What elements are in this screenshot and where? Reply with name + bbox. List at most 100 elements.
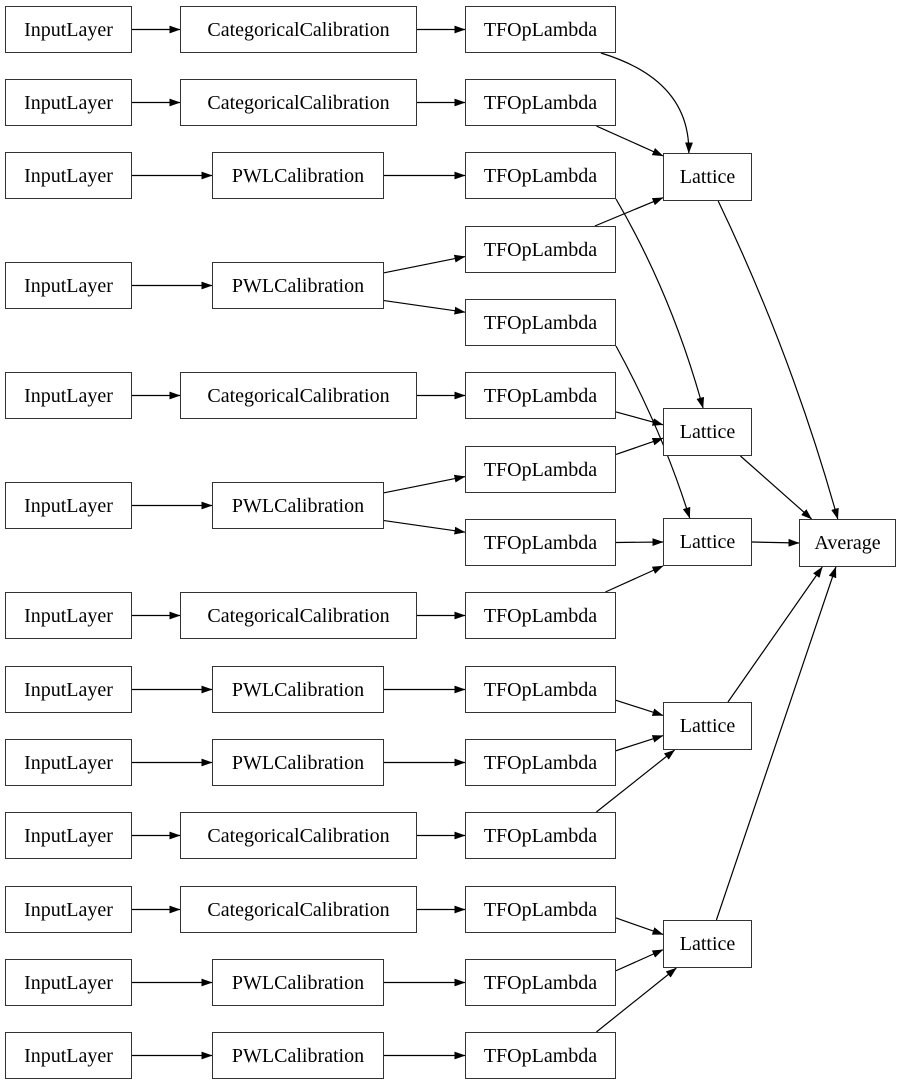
node-label: InputLayer bbox=[24, 898, 113, 921]
node-pwlcalibration-6: PWLCalibration bbox=[212, 959, 384, 1006]
node-categoricalcalibration-2: CategoricalCalibration bbox=[180, 79, 417, 126]
edge-t15-l5 bbox=[595, 967, 677, 1033]
node-label: TFOpLambda bbox=[483, 971, 598, 994]
node-tfoplambda-14: TFOpLambda bbox=[465, 959, 616, 1006]
node-label: PWLCalibration bbox=[231, 971, 365, 994]
node-lattice-3: Lattice bbox=[663, 518, 752, 566]
node-lattice-2: Lattice bbox=[663, 408, 752, 456]
node-inputlayer-3: InputLayer bbox=[5, 152, 132, 199]
node-label: Lattice bbox=[679, 715, 736, 737]
node-tfoplambda-11: TFOpLambda bbox=[465, 739, 616, 786]
edge-l5-avg bbox=[715, 566, 837, 921]
node-tfoplambda-7: TFOpLambda bbox=[465, 446, 616, 493]
node-tfoplambda-8: TFOpLambda bbox=[465, 519, 616, 566]
edge-t10-l4 bbox=[615, 699, 664, 717]
node-average-1: Average bbox=[799, 519, 896, 567]
node-pwlcalibration-7: PWLCalibration bbox=[212, 1032, 384, 1079]
node-label: TFOpLambda bbox=[483, 384, 598, 407]
edge-t12-l4 bbox=[595, 749, 675, 813]
node-label: CategoricalCalibration bbox=[207, 604, 390, 627]
node-label: CategoricalCalibration bbox=[207, 824, 390, 847]
node-label: TFOpLambda bbox=[483, 824, 598, 847]
node-label: InputLayer bbox=[24, 1044, 113, 1067]
node-tfoplambda-3: TFOpLambda bbox=[465, 152, 616, 199]
node-tfoplambda-1: TFOpLambda bbox=[465, 6, 616, 53]
node-label: TFOpLambda bbox=[483, 678, 598, 701]
node-tfoplambda-9: TFOpLambda bbox=[465, 592, 616, 639]
node-inputlayer-9: InputLayer bbox=[5, 739, 132, 786]
node-label: PWLCalibration bbox=[231, 274, 365, 297]
node-inputlayer-8: InputLayer bbox=[5, 666, 132, 713]
node-categoricalcalibration-5: CategoricalCalibration bbox=[180, 812, 417, 859]
node-label: InputLayer bbox=[24, 384, 113, 407]
edge-c6-t8 bbox=[383, 519, 466, 535]
node-tfoplambda-13: TFOpLambda bbox=[465, 886, 616, 933]
node-label: InputLayer bbox=[24, 604, 113, 627]
node-inputlayer-12: InputLayer bbox=[5, 959, 132, 1006]
node-tfoplambda-15: TFOpLambda bbox=[465, 1032, 616, 1079]
node-label: InputLayer bbox=[24, 971, 113, 994]
node-pwlcalibration-2: PWLCalibration bbox=[212, 262, 384, 309]
node-label: CategoricalCalibration bbox=[207, 384, 390, 407]
node-tfoplambda-4: TFOpLambda bbox=[465, 226, 616, 273]
node-label: Lattice bbox=[679, 421, 736, 443]
node-label: InputLayer bbox=[24, 91, 113, 114]
node-label: PWLCalibration bbox=[231, 1044, 365, 1067]
node-categoricalcalibration-6: CategoricalCalibration bbox=[180, 886, 417, 933]
node-inputlayer-2: InputLayer bbox=[5, 79, 132, 126]
edge-t7-l2 bbox=[615, 437, 664, 456]
node-tfoplambda-12: TFOpLambda bbox=[465, 812, 616, 859]
node-inputlayer-6: InputLayer bbox=[5, 482, 132, 529]
node-label: CategoricalCalibration bbox=[207, 898, 390, 921]
node-categoricalcalibration-4: CategoricalCalibration bbox=[180, 592, 417, 639]
edge-c6-t7 bbox=[383, 474, 466, 494]
node-lattice-1: Lattice bbox=[663, 153, 752, 201]
node-inputlayer-4: InputLayer bbox=[5, 262, 132, 309]
node-inputlayer-13: InputLayer bbox=[5, 1032, 132, 1079]
node-inputlayer-10: InputLayer bbox=[5, 812, 132, 859]
node-label: InputLayer bbox=[24, 678, 113, 701]
edge-t3-l2 bbox=[615, 198, 705, 409]
node-label: TFOpLambda bbox=[483, 531, 598, 554]
edge-t9-l3 bbox=[605, 565, 664, 593]
edge-t4-l1 bbox=[594, 197, 664, 227]
node-label: CategoricalCalibration bbox=[207, 91, 390, 114]
edge-t8-l3 bbox=[615, 538, 664, 547]
node-tfoplambda-2: TFOpLambda bbox=[465, 79, 616, 126]
node-categoricalcalibration-1: CategoricalCalibration bbox=[180, 6, 417, 53]
edge-c4-t4 bbox=[383, 254, 466, 274]
node-tfoplambda-10: TFOpLambda bbox=[465, 666, 616, 713]
edge-l4-avg bbox=[727, 566, 823, 703]
edge-t11-l4 bbox=[615, 735, 664, 752]
node-pwlcalibration-3: PWLCalibration bbox=[212, 482, 384, 529]
edge-t5-l3 bbox=[615, 345, 691, 519]
edge-l1-avg bbox=[717, 200, 839, 520]
node-tfoplambda-6: TFOpLambda bbox=[465, 372, 616, 419]
node-label: PWLCalibration bbox=[231, 751, 365, 774]
node-label: TFOpLambda bbox=[483, 238, 598, 261]
node-label: PWLCalibration bbox=[231, 678, 365, 701]
node-label: InputLayer bbox=[24, 18, 113, 41]
node-pwlcalibration-1: PWLCalibration bbox=[212, 152, 384, 199]
edge-t1-l1 bbox=[600, 52, 693, 154]
node-tfoplambda-5: TFOpLambda bbox=[465, 299, 616, 346]
node-label: TFOpLambda bbox=[483, 91, 598, 114]
node-label: PWLCalibration bbox=[231, 164, 365, 187]
node-label: TFOpLambda bbox=[483, 311, 598, 334]
node-inputlayer-1: InputLayer bbox=[5, 6, 132, 53]
node-label: TFOpLambda bbox=[483, 164, 598, 187]
node-lattice-4: Lattice bbox=[663, 702, 752, 750]
node-inputlayer-11: InputLayer bbox=[5, 886, 132, 933]
node-label: InputLayer bbox=[24, 274, 113, 297]
node-label: InputLayer bbox=[24, 164, 113, 187]
node-categoricalcalibration-3: CategoricalCalibration bbox=[180, 372, 417, 419]
node-pwlcalibration-5: PWLCalibration bbox=[212, 739, 384, 786]
node-label: TFOpLambda bbox=[483, 898, 598, 921]
node-label: InputLayer bbox=[24, 751, 113, 774]
node-label: InputLayer bbox=[24, 824, 113, 847]
node-pwlcalibration-4: PWLCalibration bbox=[212, 666, 384, 713]
node-lattice-5: Lattice bbox=[663, 920, 752, 968]
node-label: TFOpLambda bbox=[483, 18, 598, 41]
